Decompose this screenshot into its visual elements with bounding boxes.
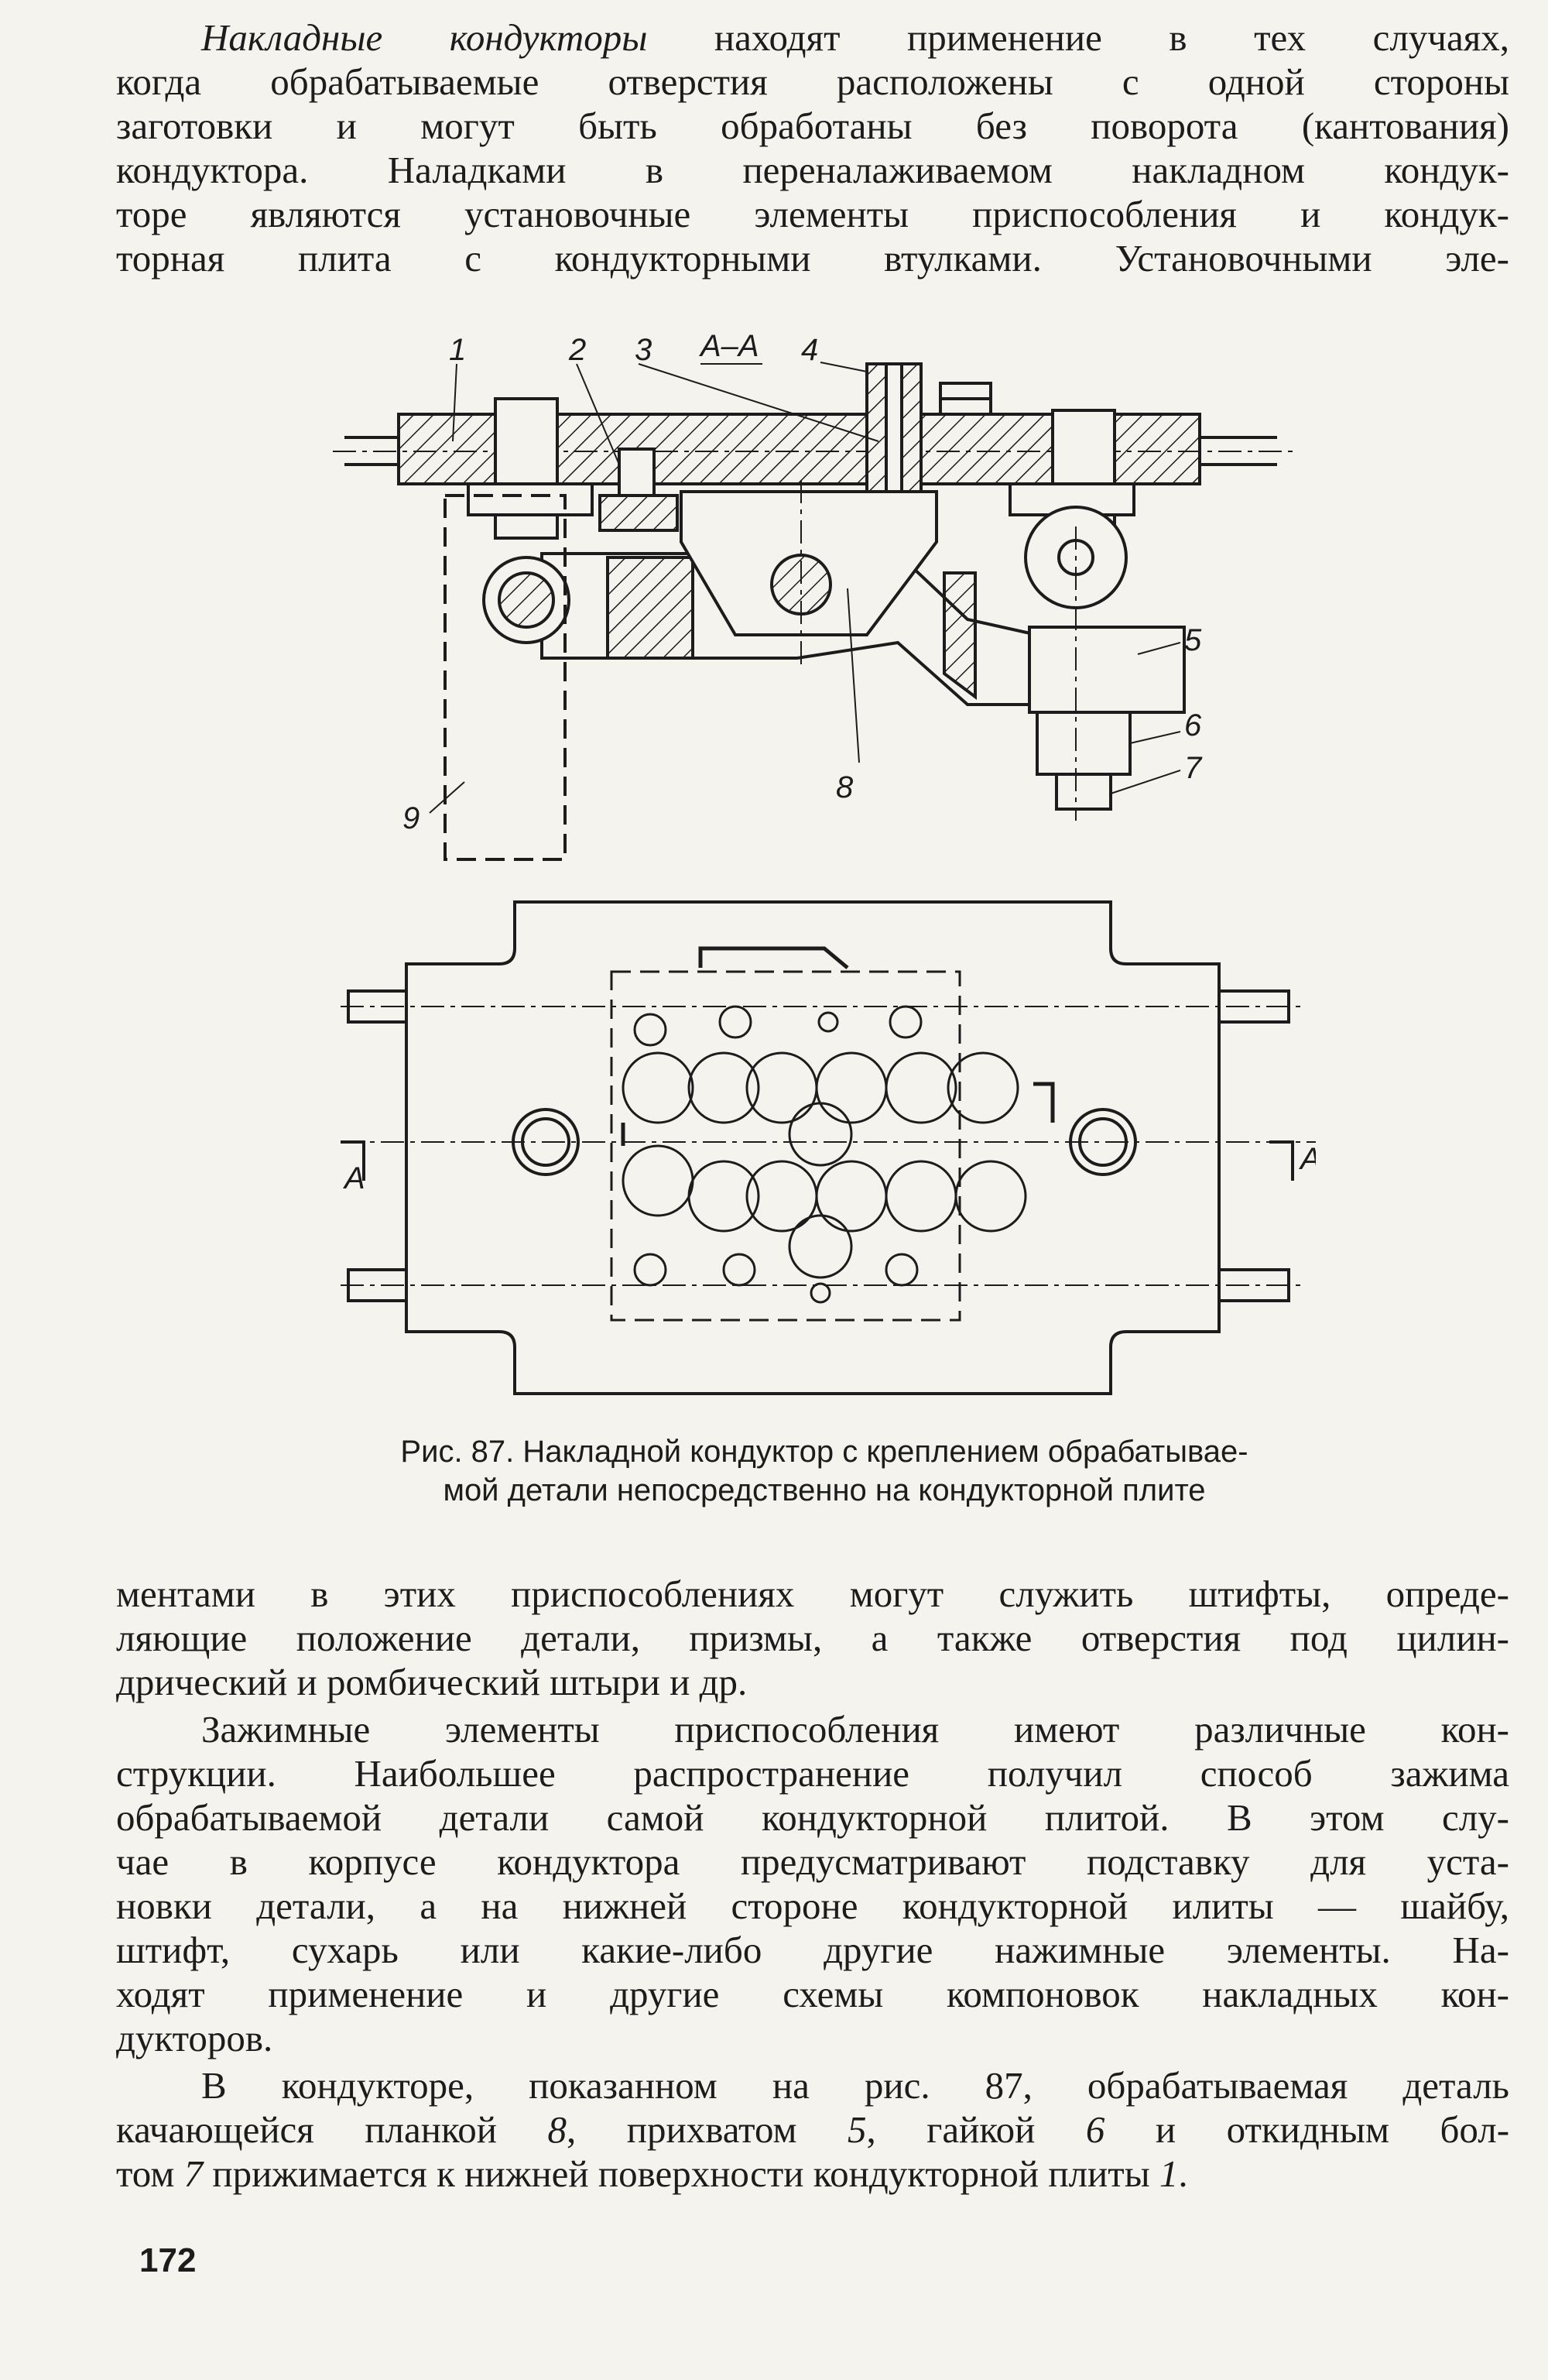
text-line: том 7 прижимается к нижней поверхности к…: [116, 2152, 1188, 2195]
paragraph-locating: ментами в этих приспособлениях могут слу…: [116, 1572, 1509, 1704]
section-mark-left: А: [343, 1161, 365, 1195]
callout-2: 2: [568, 333, 586, 367]
text-line: торе являются установочные элементы прис…: [116, 193, 1509, 235]
callout-4: 4: [801, 333, 818, 367]
text-line: кондуктора. Наладками в переналаживаемом…: [116, 149, 1509, 191]
bolt-7: [1055, 773, 1112, 811]
callout-8: 8: [836, 770, 854, 804]
term-overlay-jigs: Накладные кондукторы: [201, 16, 648, 59]
text-line: В кондукторе, показанном на рис. 87, обр…: [201, 2064, 1509, 2107]
text-line: торная плита с кондукторными втулками. У…: [116, 237, 1509, 279]
callout-5: 5: [1184, 623, 1202, 657]
text-line: ляющие положение детали, призмы, а также…: [116, 1617, 1509, 1659]
removable-part-outline: [444, 494, 567, 861]
text-line: обрабатываемой детали самой кондукторной…: [116, 1796, 1509, 1839]
paragraph-clamping: Зажимные элементы приспособления имеют р…: [116, 1707, 1509, 2060]
section-view-drawing: 1 2 3 А–А 4 5 6 7 8 9: [333, 329, 1293, 861]
callout-7: 7: [1184, 751, 1203, 785]
text-line: дрический и ромбический штыри и др.: [116, 1661, 748, 1703]
page-number: 172: [139, 2241, 197, 2279]
jig-plate-outline: [405, 900, 1221, 1395]
text-line: ходят применение и другие схемы компонов…: [116, 1973, 1509, 2015]
callout-6: 6: [1184, 708, 1202, 742]
figure-caption: Рис. 87. Накладной кондуктор с крепление…: [400, 1435, 1248, 1507]
text-line: новки детали, а на нижней стороне кондук…: [116, 1884, 1509, 1927]
callout-3: 3: [635, 333, 652, 367]
text-line: штифт, сухарь или какие-либо другие нажи…: [116, 1929, 1509, 1971]
nut-6: [1036, 711, 1132, 776]
text-line: дукторов.: [116, 2017, 273, 2059]
paragraph-intro: Накладные кондукторы находят применение …: [116, 15, 1509, 280]
text-line: ментами в этих приспособлениях могут слу…: [116, 1572, 1509, 1615]
text-line: качающейся планкой 8, прихватом 5, гайко…: [116, 2108, 1510, 2151]
section-mark-right: А: [1299, 1142, 1316, 1176]
callout-9: 9: [402, 801, 420, 835]
text-line: чае в корпусе кондуктора предусматривают…: [116, 1840, 1509, 1883]
clamp-5: [1028, 626, 1186, 714]
text-line: Накладные кондукторы находят применение …: [201, 16, 1509, 59]
paragraph-fig87: В кондукторе, показанном на рис. 87, обр…: [116, 2063, 1509, 2196]
plan-view-drawing: А А: [341, 900, 1316, 1395]
text-line: струкции. Наибольшее распространение пол…: [116, 1752, 1509, 1795]
section-label: А–А: [699, 329, 759, 363]
text-line: заготовки и могут быть обработаны без по…: [116, 105, 1509, 147]
text-line: когда обрабатываемые отверстия расположе…: [116, 60, 1509, 103]
workpiece-outline: [610, 970, 961, 1322]
stud-left: [494, 397, 559, 540]
text-line: Зажимные элементы приспособления имеют р…: [201, 1708, 1509, 1751]
callout-1: 1: [449, 333, 466, 367]
